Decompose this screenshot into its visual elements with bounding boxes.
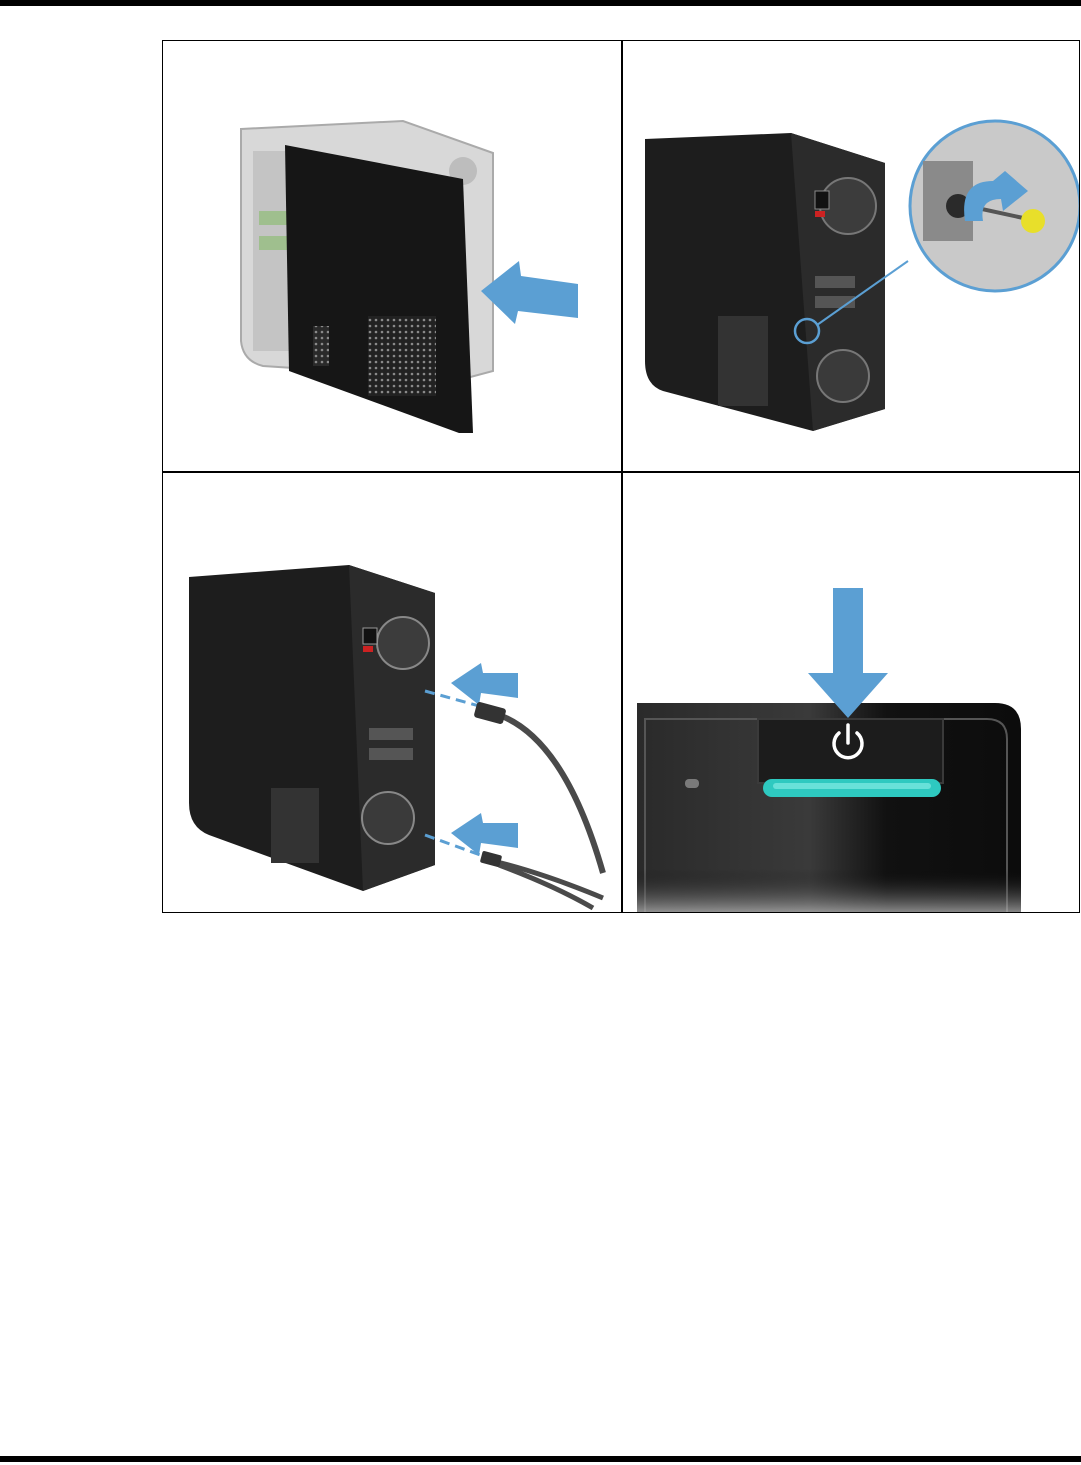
power-cable xyxy=(493,713,603,873)
push-arrow-icon xyxy=(481,261,578,324)
cables-illustration xyxy=(163,473,621,912)
power-button-illustration xyxy=(623,473,1079,912)
panel-tighten-thumbscrew xyxy=(623,41,1079,471)
access-panel-illustration xyxy=(163,41,621,471)
figure-grid xyxy=(162,40,1080,913)
panel-replace-access-panel xyxy=(163,41,621,471)
screwdriver-icon xyxy=(1021,209,1045,233)
panel-connect-cables xyxy=(163,473,621,912)
insert-arrow-icon xyxy=(451,663,518,705)
psu-fan-icon xyxy=(377,617,429,669)
header-rule xyxy=(0,0,1081,6)
case-fan-icon xyxy=(362,792,414,844)
thumbscrew-illustration xyxy=(623,41,1079,471)
case-fan-icon xyxy=(817,350,869,402)
press-arrow-icon xyxy=(808,588,888,718)
activity-led xyxy=(685,779,699,788)
power-button xyxy=(758,719,943,783)
footer-rule xyxy=(0,1456,1081,1462)
panel-press-power xyxy=(623,473,1079,912)
